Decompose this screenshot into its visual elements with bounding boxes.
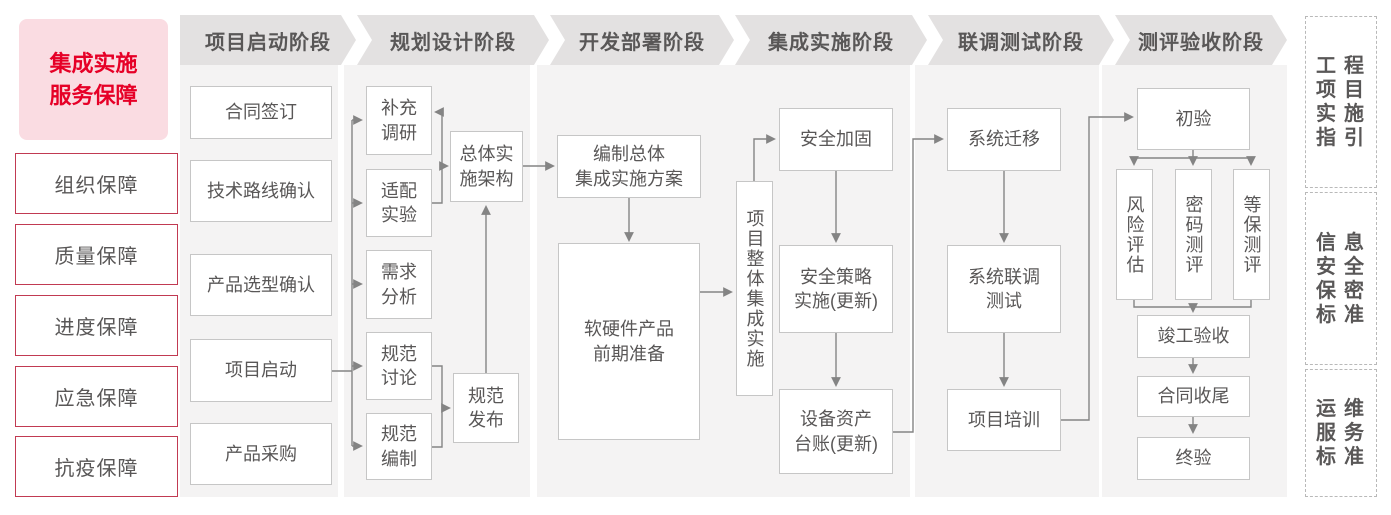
- standard-box-project-implementation-guideline: 工程 项目 实施 指引: [1305, 16, 1377, 188]
- flow-box-spec-release: 规范 发布: [453, 373, 519, 443]
- phase-header-planning-design: 规划设计阶段: [357, 15, 549, 65]
- flow-box-overall-integration-plan: 编制总体 集成实施方案: [557, 135, 701, 198]
- flow-box-tech-route-confirmation: 技术路线确认: [190, 160, 332, 222]
- flow-box-security-hardening: 安全加固: [779, 108, 893, 171]
- flow-box-requirement-analysis: 需求 分析: [366, 250, 432, 319]
- flow-box-initial-acceptance: 初验: [1137, 88, 1250, 150]
- guarantee-item-emergency: 应急保障: [15, 366, 178, 427]
- standard-box-om-service-standard: 运维 服务 标准: [1305, 369, 1377, 497]
- guarantee-item-organization: 组织保障: [15, 153, 178, 214]
- phase-header-evaluation-acceptance: 测评验收阶段: [1115, 15, 1287, 65]
- flow-box-spec-drafting: 规范 编制: [366, 413, 432, 480]
- flow-box-project-training: 项目培训: [947, 389, 1061, 451]
- guarantee-item-epidemic: 抗疫保障: [15, 436, 178, 497]
- flow-box-system-migration: 系统迁移: [947, 108, 1061, 171]
- flow-box-overall-integration-implementation: 项目整体集成实施: [736, 181, 773, 396]
- guarantee-item-schedule: 进度保障: [15, 295, 178, 356]
- flow-box-supplementary-research: 补充 调研: [366, 86, 432, 155]
- flow-box-adaptation-experiment: 适配 实验: [366, 169, 432, 237]
- flow-box-risk-assessment: 风险评估: [1116, 169, 1153, 300]
- guarantee-item-quality: 质量保障: [15, 224, 178, 285]
- flow-box-spec-discussion: 规范 讨论: [366, 332, 432, 400]
- standard-box-infosec-confidentiality-standard: 信息 安全 保密 标准: [1305, 192, 1377, 365]
- flow-box-security-policy: 安全策略 实施(更新): [779, 245, 893, 333]
- flow-box-project-kickoff: 项目启动: [190, 339, 332, 402]
- flow-box-crypto-testing: 密码测评: [1175, 169, 1212, 300]
- flow-box-final-acceptance: 终验: [1137, 437, 1250, 480]
- flow-box-joint-testing: 系统联调 测试: [947, 245, 1061, 333]
- flow-box-contract-closure: 合同收尾: [1137, 376, 1250, 417]
- phase-header-project-initiation: 项目启动阶段: [180, 15, 356, 65]
- flow-box-overall-architecture: 总体实 施架构: [450, 131, 523, 202]
- flow-box-completion-acceptance: 竣工验收: [1137, 315, 1250, 358]
- phase-header-integration: 集成实施阶段: [735, 15, 927, 65]
- flow-box-contract-signing: 合同签订: [190, 86, 332, 139]
- flow-box-product-preparation: 软硬件产品 前期准备: [558, 243, 700, 440]
- flow-box-procurement: 产品采购: [190, 423, 332, 485]
- phase-header-dev-deployment: 开发部署阶段: [550, 15, 734, 65]
- service-guarantee-title: 集成实施 服务保障: [19, 19, 168, 140]
- phase-header-joint-testing: 联调测试阶段: [928, 15, 1114, 65]
- flow-box-product-selection: 产品选型确认: [190, 254, 332, 316]
- flow-box-mlps-testing: 等保测评: [1233, 169, 1270, 300]
- flow-box-asset-ledger: 设备资产 台账(更新): [779, 389, 893, 474]
